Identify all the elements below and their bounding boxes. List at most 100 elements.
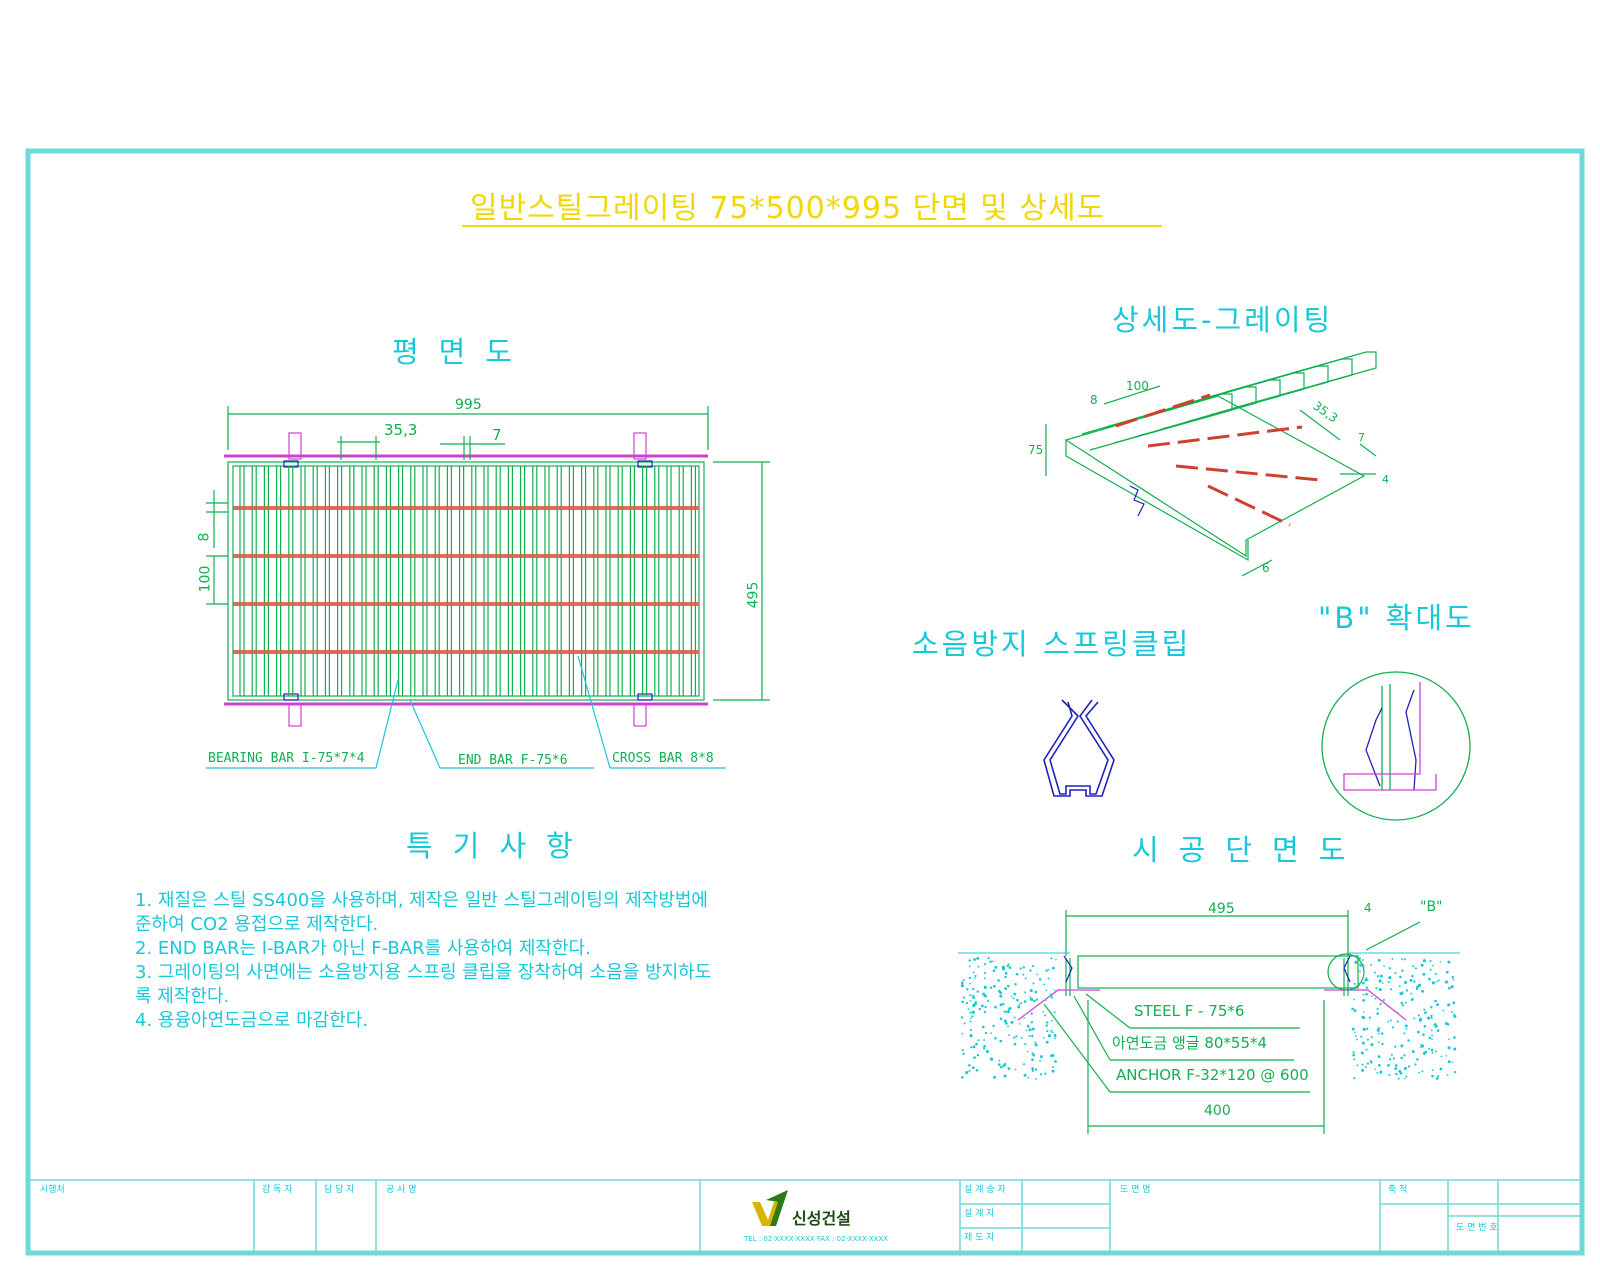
soil-speckle [1400, 1001, 1404, 1005]
soil-speckle [983, 994, 988, 998]
soil-speckle [1023, 1017, 1026, 1019]
label-steel: STEEL F - 75*6 [1134, 1002, 1245, 1020]
company-logo-text: 신성건설 [792, 1209, 851, 1228]
soil-speckle [1031, 1067, 1035, 1070]
soil-speckle [969, 1017, 972, 1020]
plan-title: 평면도 [392, 335, 533, 369]
soil-speckle [960, 1016, 964, 1019]
soil-speckle [1053, 1034, 1057, 1037]
soil-speckle [982, 993, 985, 996]
soil-speckle [1447, 1003, 1451, 1007]
soil-speckle [1351, 1027, 1355, 1031]
soil-speckle [1352, 988, 1356, 992]
enlarge-b-detail [1321, 671, 1471, 821]
soil-speckle [972, 994, 975, 998]
soil-speckle [1376, 974, 1380, 978]
soil-speckle [1394, 1045, 1397, 1048]
tb-cell-2: 담 당 자 [324, 1185, 355, 1195]
soil-speckle [982, 1004, 984, 1007]
soil-speckle [998, 989, 1001, 993]
soil-speckle [1003, 1019, 1007, 1023]
soil-speckle [1012, 997, 1015, 1000]
label-bearing-bar: BEARING BAR I-75*7*4 [208, 751, 365, 766]
construction-section [958, 910, 1460, 1134]
soil-speckle [1361, 1068, 1365, 1072]
soil-speckle [1420, 1043, 1423, 1047]
soil-speckle [1397, 1077, 1400, 1080]
soil-speckle [1423, 1008, 1426, 1011]
soil-speckle [1353, 1077, 1356, 1080]
soil-speckle [1045, 1024, 1048, 1027]
soil-speckle [1377, 1032, 1380, 1035]
soil-speckle [1421, 1070, 1424, 1073]
soil-speckle [1353, 982, 1356, 985]
soil-speckle [1428, 1047, 1431, 1050]
soil-speckle [1053, 989, 1056, 992]
soil-speckle [1453, 1070, 1457, 1074]
soil-speckle [1404, 1001, 1407, 1004]
soil-speckle [1370, 1061, 1373, 1064]
soil-speckle [983, 1039, 986, 1041]
soil-speckle [1394, 1064, 1398, 1067]
soil-speckle [973, 1002, 977, 1006]
soil-speckle [962, 979, 965, 982]
soil-speckle [1054, 1060, 1057, 1063]
soil-speckle [1360, 1051, 1364, 1055]
soil-speckle [985, 1050, 989, 1054]
soil-speckle [1379, 1002, 1382, 1006]
soil-speckle [969, 1000, 972, 1002]
soil-speckle [1404, 1024, 1408, 1028]
soil-speckle [1431, 1038, 1433, 1040]
tb-cell-1: 감 독 자 [262, 1185, 293, 1195]
soil-speckle [1013, 1036, 1016, 1039]
soil-speckle [1378, 979, 1382, 983]
soil-speckle [1358, 957, 1361, 960]
soil-speckle [1029, 988, 1033, 993]
soil-speckle [1361, 1041, 1365, 1045]
soil-speckle [1020, 1002, 1023, 1005]
soil-speckle [1400, 1044, 1404, 1048]
soil-speckle [1365, 977, 1368, 979]
soil-speckle [1383, 965, 1385, 967]
soil-speckle [1434, 973, 1437, 976]
soil-speckle [1439, 960, 1442, 963]
soil-speckle [1013, 992, 1017, 996]
soil-speckle [990, 1032, 992, 1034]
soil-speckle [989, 986, 993, 989]
soil-speckle [1052, 1066, 1054, 1068]
soil-speckle [997, 979, 1000, 982]
soil-speckle [1038, 978, 1042, 981]
detail-dim-cross: 8 [1090, 393, 1098, 407]
soil-speckle [986, 999, 990, 1003]
soil-speckle [973, 1056, 976, 1059]
soil-speckle [983, 1010, 987, 1014]
soil-speckle [1382, 998, 1385, 1002]
soil-speckle [969, 1011, 972, 1014]
iso-bearing-bar [1153, 372, 1305, 430]
soil-speckle [1422, 1051, 1426, 1055]
soil-speckle [1379, 1070, 1383, 1074]
soil-speckle [1400, 1056, 1403, 1060]
soil-speckle [1042, 1010, 1045, 1013]
tb-cell-7: 도 면 번 호 [1456, 1223, 1498, 1233]
soil-speckle [1452, 1001, 1456, 1005]
soil-speckle [1352, 1051, 1355, 1054]
soil-speckle [1003, 1074, 1007, 1078]
soil-speckle [1043, 983, 1046, 986]
soil-speckle [975, 1042, 978, 1046]
soil-speckle [1374, 1068, 1377, 1071]
soil-speckle [1028, 1034, 1031, 1037]
tb-contact: TEL : 02-XXXX-XXXX FAX : 02-XXXX-XXXX [744, 1235, 888, 1243]
soil-speckle [972, 971, 975, 974]
soil-speckle [1391, 957, 1394, 960]
soil-speckle [1388, 1058, 1392, 1061]
section-dim-bottom: 400 [1204, 1103, 1231, 1119]
soil-speckle [1376, 1008, 1379, 1011]
soil-speckle [1436, 1003, 1440, 1007]
soil-speckle [1013, 1042, 1017, 1046]
soil-speckle [1034, 1043, 1038, 1047]
soil-speckle [977, 965, 980, 968]
soil-speckle [1404, 1077, 1406, 1080]
soil-speckle [1042, 1037, 1045, 1039]
soil-speckle [1051, 1019, 1054, 1022]
